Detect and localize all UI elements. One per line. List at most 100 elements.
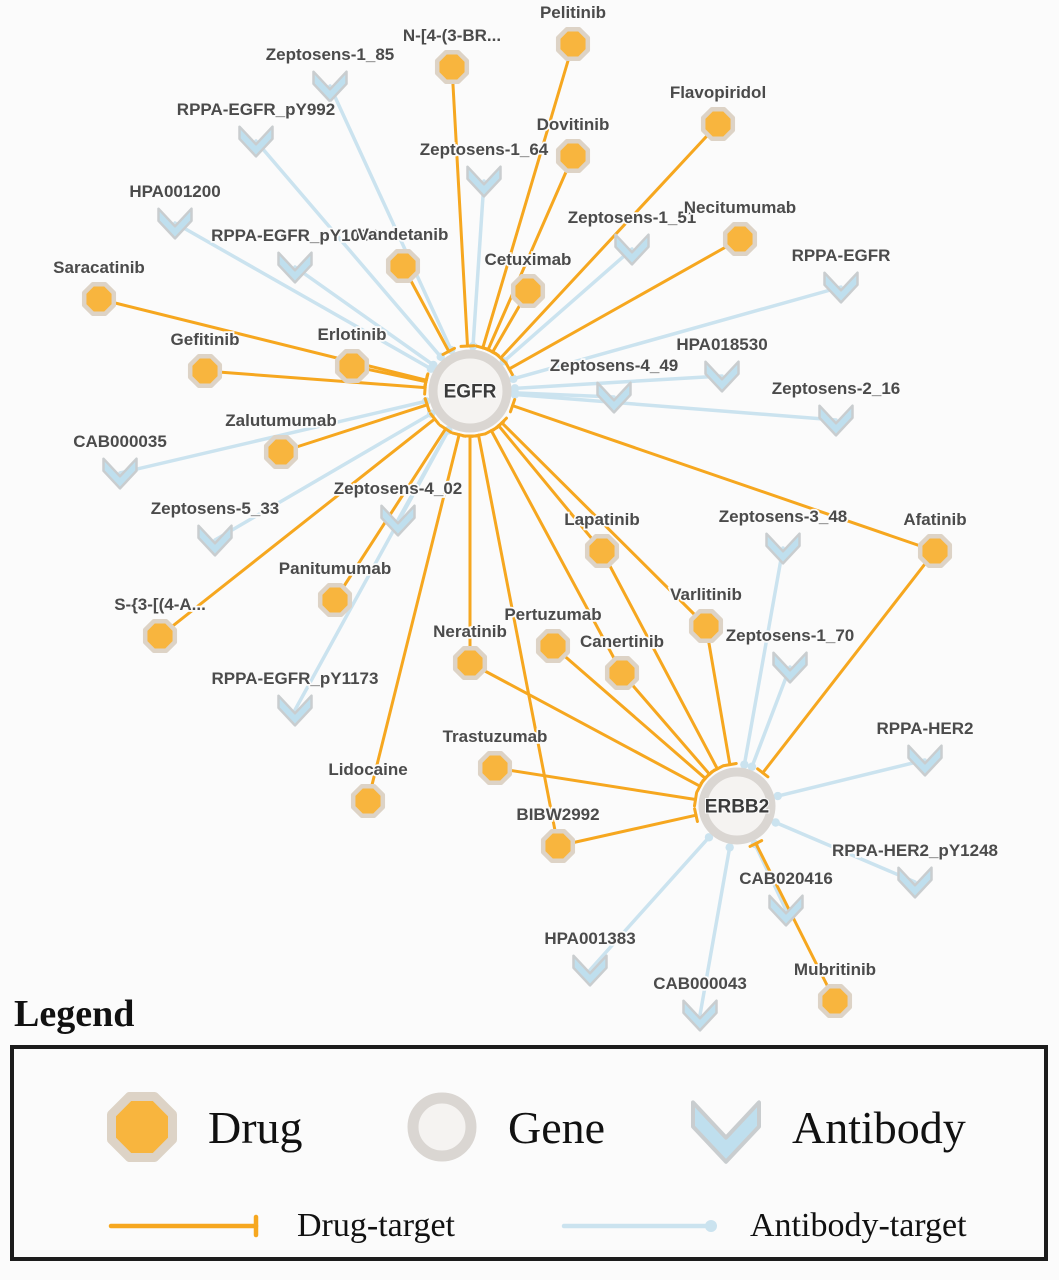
antibody-node-label: RPPA-EGFR_pY1173 [212, 669, 379, 688]
drug-node-label: S-{3-[(4-A... [114, 595, 206, 614]
antibody-node-label: HPA001383 [544, 929, 635, 948]
drug-node-label: Varlitinib [670, 585, 742, 604]
antibody-target-dot [773, 791, 782, 801]
drug-target-edge [551, 644, 707, 780]
antibody-node-label: Zeptosens-1_51 [568, 208, 697, 227]
drug-node [317, 582, 353, 618]
drug-target-edge [489, 429, 624, 675]
antibody-target-dot [509, 374, 518, 384]
drug-target-edge [507, 237, 742, 371]
antibody-node-label: CAB000043 [653, 974, 747, 993]
drug-target-tee [504, 361, 514, 377]
drug-node [604, 655, 640, 691]
drug-target-edge [500, 421, 708, 628]
gene-node [698, 767, 776, 845]
drug-node [584, 533, 620, 569]
drug-node [334, 348, 370, 384]
drug-node-label: Vandetanib [358, 225, 449, 244]
drug-node-label: Pertuzumab [504, 605, 601, 624]
drug-target-edge [279, 403, 429, 454]
antibody-node [238, 125, 274, 158]
antibody-target-edge [776, 758, 927, 798]
drug-target-tee [703, 768, 716, 780]
drug-node [142, 618, 178, 654]
labels-layer: Zeptosens-1_85RPPA-EGFR_pY992Zeptosens-1… [51, 1, 999, 995]
drug-target-edge [497, 424, 604, 553]
drug-node [350, 783, 386, 819]
drug-target-tee [693, 807, 699, 824]
antibody-node [682, 999, 718, 1032]
drug-target-edge [511, 404, 937, 553]
drug-node-label: Lidocaine [328, 760, 407, 779]
antibody-edges-layer [118, 84, 927, 1017]
drug-node [385, 248, 421, 284]
drug-node-label: N-[4-(3-BR... [403, 26, 501, 45]
antibody-target-edge [502, 247, 634, 364]
drug-target-edge [600, 549, 719, 771]
network-svg: Zeptosens-1_85RPPA-EGFR_pY992Zeptosens-1… [51, 1, 1000, 1032]
antibody-target-edge [742, 546, 785, 767]
drug-target-tee [459, 344, 476, 348]
antibody-node [818, 404, 854, 437]
antibody-node [157, 207, 193, 240]
drug-target-edge [97, 297, 428, 382]
antibody-target-line-icon [561, 1220, 717, 1232]
drug-node-label: Dovitinib [537, 115, 610, 134]
drug-node [477, 750, 513, 786]
drug-target-tee [695, 778, 705, 794]
drug-target-edge [486, 154, 575, 352]
antibody-target-edge [254, 139, 443, 359]
drug-node [700, 106, 736, 142]
legend-title: Legend [14, 993, 135, 1035]
drug-node-label: BIBW2992 [516, 805, 599, 824]
legend-antibody-target-label: Antibody-target [750, 1207, 967, 1244]
antibody-node-label: Zeptosens-1_85 [266, 45, 395, 64]
drug-node [555, 138, 591, 174]
drug-node-label: Panitumumab [279, 559, 391, 578]
antibody-target-dot [747, 762, 757, 771]
gene-icon [407, 1092, 477, 1162]
drug-target-edge [203, 369, 427, 390]
antibody-node-label: CAB020416 [739, 869, 833, 888]
legend-box: Drug Gene Antibody Drug-target [10, 1045, 1048, 1261]
antibody-target-dot [429, 360, 438, 370]
drug-target-edge [493, 766, 698, 801]
legend-item-drug-target: Drug-target [106, 1207, 455, 1245]
antibody-target-edge [750, 665, 792, 769]
antibody-node [572, 954, 608, 987]
drug-node [817, 983, 853, 1019]
drug-node-label: Pelitinib [540, 3, 606, 22]
antibody-target-edge [293, 265, 436, 367]
drug-node-label: Lapatinib [564, 510, 640, 529]
antibody-node [380, 504, 416, 537]
drug-target-edge [620, 671, 712, 776]
drug-target-tee [441, 346, 456, 356]
antibody-target-dot [510, 390, 520, 399]
drug-node-label: Gefitinib [171, 330, 240, 349]
drug-node [187, 353, 223, 389]
antibody-target-edge [173, 221, 433, 371]
antibody-node [277, 251, 313, 284]
antibody-target-dot [771, 818, 780, 827]
drug-node [452, 645, 488, 681]
legend-antibody-label: Antibody [792, 1101, 966, 1153]
antibody-node-label: Zeptosens-1_70 [726, 626, 855, 645]
antibody-icon [691, 1100, 761, 1164]
antibody-node-label: HPA018530 [676, 335, 767, 354]
legend-item-antibody-target: Antibody-target [559, 1207, 967, 1245]
drug-node [81, 281, 117, 317]
antibody-target-dot [704, 833, 714, 842]
antibody-node-label: Zeptosens-4_49 [550, 356, 679, 375]
drug-target-tee [423, 373, 429, 390]
legend-drug-label: Drug [208, 1101, 303, 1153]
drug-node [263, 434, 299, 470]
antibody-node-label: Zeptosens-1_64 [420, 140, 549, 159]
antibody-target-edge [471, 179, 486, 348]
antibody-node-label: RPPA-EGFR_pY992 [177, 100, 335, 119]
drug-target-tee [438, 423, 453, 434]
legend-item-gene: Gene [402, 1087, 605, 1167]
antibody-node-label: RPPA-HER2 [877, 719, 974, 738]
drug-node-label: Mubritinib [794, 960, 876, 979]
antibody-node-label: Zeptosens-2_16 [772, 379, 901, 398]
